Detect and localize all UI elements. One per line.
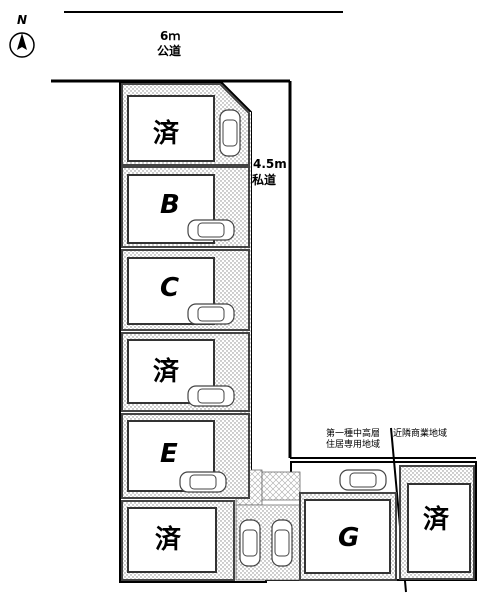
lot-1[interactable]: 済 (121, 83, 250, 166)
lot-8[interactable]: 済 (399, 465, 475, 580)
zoning-left-line1: 第一種中高層 (326, 427, 380, 439)
lot-1-label: 済 (153, 118, 180, 149)
lot-e-label: E (160, 439, 178, 469)
lot-c[interactable]: C (121, 249, 250, 331)
lot-6[interactable]: 済 (121, 500, 261, 581)
lot-b-label: B (160, 190, 180, 220)
private-road: 4.5m 私道 (251, 81, 476, 459)
zoning-right: 近隣商業地域 (393, 427, 447, 439)
lot-c-label: C (160, 273, 179, 303)
zoning-left-line2: 住居専用地域 (326, 438, 380, 450)
lot-4-label: 済 (153, 356, 180, 387)
north-label: N (17, 13, 27, 27)
compass-north-icon: N (9, 13, 35, 58)
lot-g[interactable]: G (299, 469, 397, 581)
lot-4[interactable]: 済 (121, 332, 250, 412)
private-road-width: 4.5m (253, 157, 287, 171)
lot-b[interactable]: B (121, 166, 250, 248)
lot-6-label: 済 (155, 524, 182, 555)
lot-g-label: G (338, 523, 359, 553)
public-road-width: 6ｍ (160, 29, 180, 43)
public-road-name: 公道 (157, 43, 181, 58)
public-road: 6ｍ 公道 (51, 11, 343, 83)
private-road-name: 私道 (251, 172, 276, 187)
lot-8-label: 済 (423, 504, 450, 535)
lot-e[interactable]: E (121, 413, 250, 499)
